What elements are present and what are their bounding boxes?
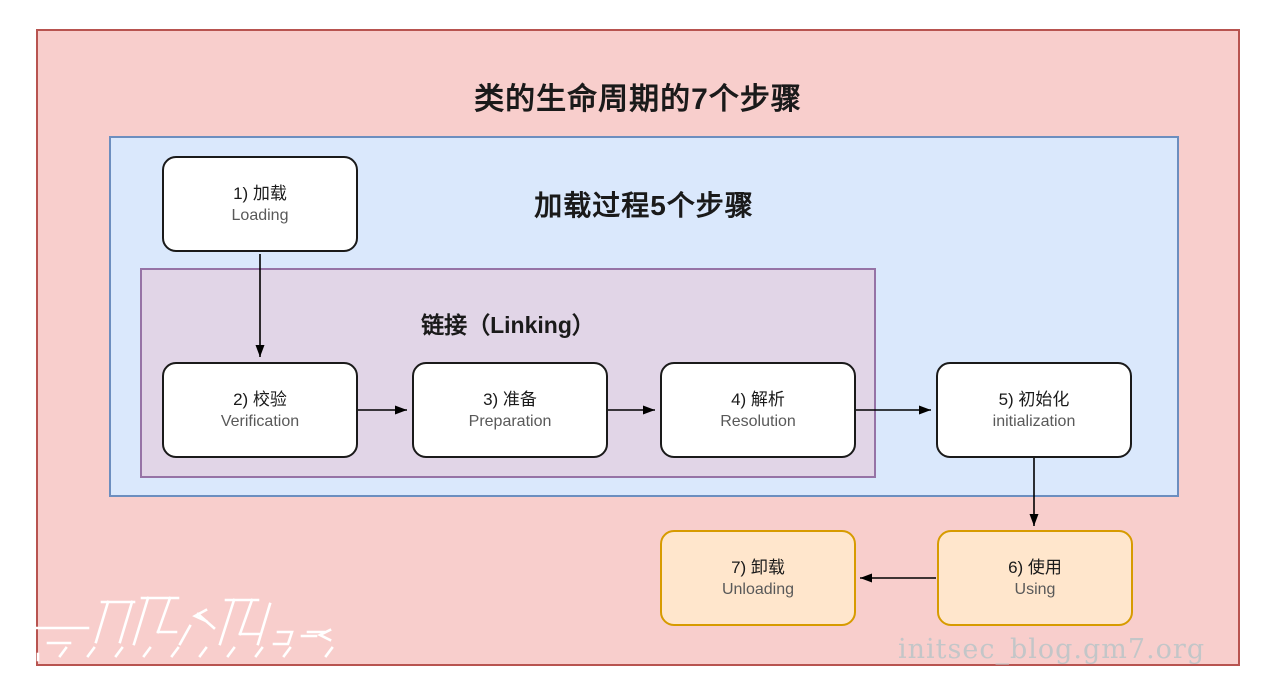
node-loading: 1) 加载 Loading xyxy=(162,156,358,252)
node-resolution: 4) 解析 Resolution xyxy=(660,362,856,458)
node-verification-label-en: Verification xyxy=(220,412,300,430)
node-verification-label-zh: 2) 校验 xyxy=(233,389,287,409)
node-resolution-label-zh: 4) 解析 xyxy=(731,389,785,409)
node-unloading-label-zh: 7) 卸载 xyxy=(731,557,785,577)
node-preparation-label-en: Preparation xyxy=(468,412,552,430)
node-unloading: 7) 卸载 Unloading xyxy=(660,530,856,626)
node-preparation-label-zh: 3) 准备 xyxy=(483,389,537,409)
node-unloading-label-en: Unloading xyxy=(721,580,795,598)
node-verification: 2) 校验 Verification xyxy=(162,362,358,458)
node-resolution-label-en: Resolution xyxy=(720,412,796,430)
node-initialization-label-en: initialization xyxy=(992,412,1076,430)
linking-title: 链接（Linking） xyxy=(421,312,595,338)
node-loading-label-zh: 1) 加载 xyxy=(233,183,287,203)
node-loading-label-en: Loading xyxy=(231,206,289,224)
node-preparation: 3) 准备 Preparation xyxy=(412,362,608,458)
node-using-label-en: Using xyxy=(1014,580,1056,598)
watermark-url: initsec_blog.gm7.org xyxy=(898,634,1206,665)
node-initialization: 5) 初始化 initialization xyxy=(936,362,1132,458)
node-using: 6) 使用 Using xyxy=(937,530,1133,626)
node-initialization-label-zh: 5) 初始化 xyxy=(998,389,1070,409)
node-using-label-zh: 6) 使用 xyxy=(1008,557,1062,577)
loading-process-title: 加载过程5个步骤 xyxy=(534,190,754,221)
diagram-title: 类的生命周期的7个步骤 xyxy=(474,83,802,116)
